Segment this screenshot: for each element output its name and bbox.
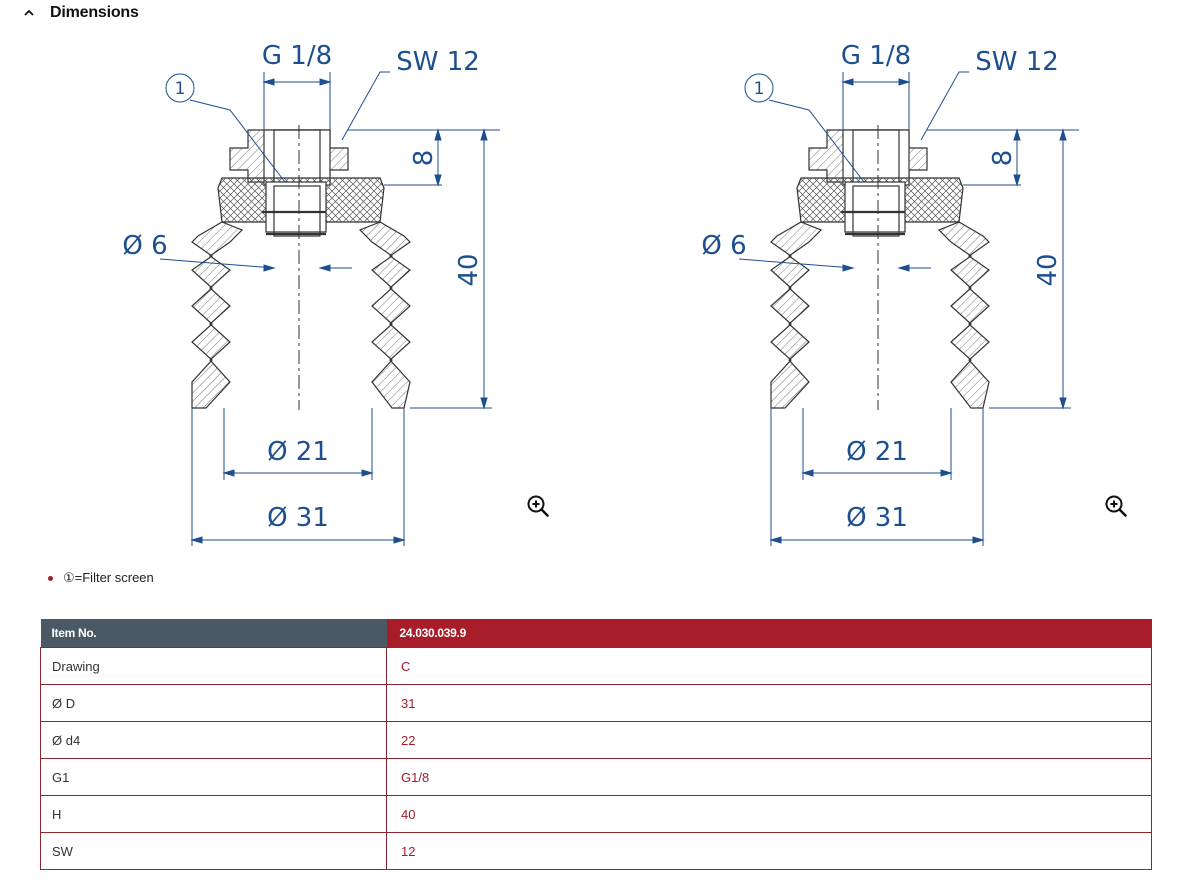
row-label: G1 [40, 758, 387, 796]
spec-table: Item No. 24.030.039.9 Drawing C Ø D 31 Ø… [40, 619, 1152, 870]
bottom-inner-diameter-label: Ø 21 [846, 437, 908, 467]
part-outline [770, 129, 990, 409]
row-value: C [386, 647, 1152, 685]
filter-screen-note: ①=Filter screen [48, 570, 154, 586]
bottom-outer-diameter-label: Ø 31 [846, 503, 908, 533]
thread-height-label: 8 [988, 150, 1018, 167]
row-value: G1/8 [386, 758, 1152, 796]
row-label: Ø D [40, 684, 387, 722]
technical-drawing-right: 1 G 1/8 SW 12 Ø 6 8 40 Ø 21 Ø 31 [659, 30, 1129, 560]
bottom-inner-diameter-label: Ø 21 [267, 437, 329, 467]
inner-diameter-label: Ø 6 [122, 231, 167, 261]
row-label: Drawing [40, 647, 387, 685]
bullet-icon [48, 575, 53, 581]
row-value: 40 [386, 795, 1152, 833]
wrench-size-label: SW 12 [396, 47, 480, 77]
bottom-outer-diameter-label: Ø 31 [267, 503, 329, 533]
callout-number: 1 [754, 79, 765, 99]
zoom-in-icon[interactable] [1104, 494, 1128, 518]
thread-label: G 1/8 [841, 41, 911, 71]
chevron-up-icon [24, 9, 34, 16]
thread-height-label: 8 [409, 150, 439, 167]
total-height-label: 40 [1033, 253, 1063, 286]
callout-number: 1 [175, 79, 186, 99]
dimensions-section-toggle[interactable]: Dimensions [22, 2, 139, 24]
inner-diameter-label: Ø 6 [701, 231, 746, 261]
header-label: Item No. [40, 619, 387, 648]
table-row: Drawing C [40, 647, 1152, 685]
thread-label: G 1/8 [262, 41, 332, 71]
table-row: H 40 [40, 795, 1152, 833]
section-title: Dimensions [50, 4, 139, 21]
header-item-number: 24.030.039.9 [386, 619, 1152, 648]
dimension-lines [738, 71, 1079, 546]
table-row: Ø D 31 [40, 684, 1152, 722]
table-row: SW 12 [40, 832, 1152, 870]
zoom-in-icon[interactable] [526, 494, 550, 518]
table-header-row: Item No. 24.030.039.9 [40, 619, 1152, 648]
row-value: 12 [386, 832, 1152, 870]
row-value: 22 [386, 721, 1152, 759]
wrench-size-label: SW 12 [975, 47, 1059, 77]
total-height-label: 40 [454, 253, 484, 286]
table-row: G1 G1/8 [40, 758, 1152, 796]
note-text: ①=Filter screen [63, 570, 154, 585]
dimension-lines [159, 71, 500, 546]
part-outline [191, 129, 411, 409]
row-value: 31 [386, 684, 1152, 722]
technical-drawing-left: 1 G 1/8 SW 12 Ø 6 8 40 Ø 21 Ø 31 [80, 30, 550, 560]
callout-circle [165, 73, 195, 103]
row-label: Ø d4 [40, 721, 387, 759]
row-label: H [40, 795, 387, 833]
callout-circle [744, 73, 774, 103]
table-row: Ø d4 22 [40, 721, 1152, 759]
row-label: SW [40, 832, 387, 870]
